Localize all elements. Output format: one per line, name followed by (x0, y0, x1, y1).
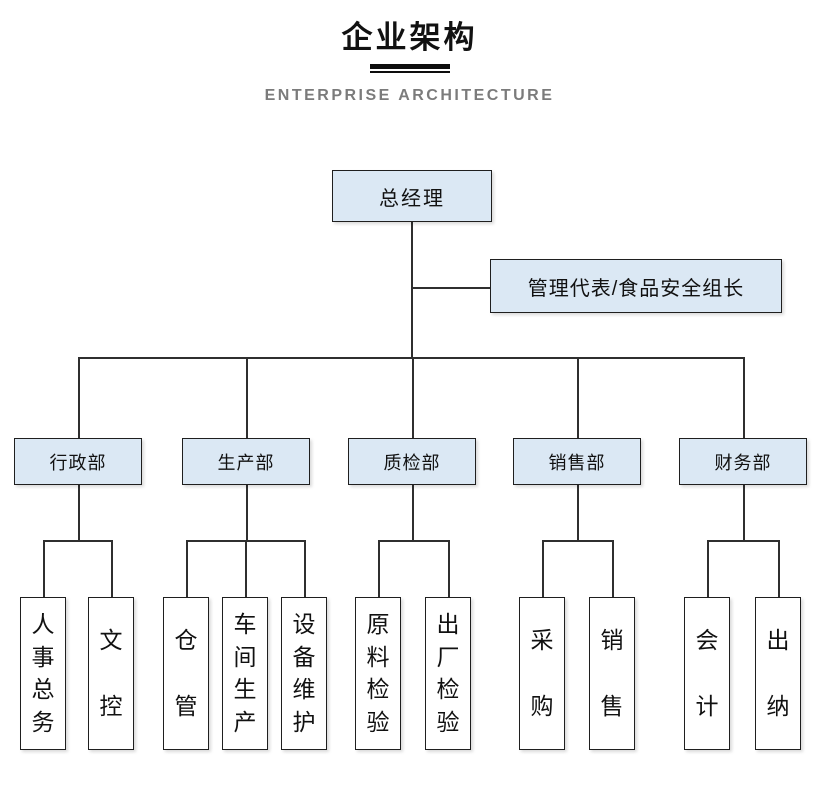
org-box-leaf-material-inspect: 原料检验 (355, 597, 401, 750)
org-box-leaf-purchasing: 采购 (519, 597, 565, 750)
connector-line (411, 222, 413, 357)
connector-line (412, 357, 414, 438)
org-box-leaf-doc-control: 文控 (88, 597, 134, 750)
connector-line (542, 540, 612, 542)
org-box-leaf-accounting: 会计 (684, 597, 730, 750)
connector-line (245, 540, 247, 597)
connector-line (411, 287, 491, 289)
chart-header: 企业架构 ENTERPRISE ARCHITECTURE (0, 0, 819, 105)
org-box-leaf-hr-general: 人事总务 (20, 597, 66, 750)
connector-line (304, 540, 306, 597)
page-subtitle: ENTERPRISE ARCHITECTURE (264, 87, 555, 104)
title-underline-thick (369, 64, 450, 69)
connector-line (448, 540, 450, 597)
connector-line (612, 540, 614, 597)
org-box-leaf-cashier: 出纳 (755, 597, 801, 750)
org-box-leaf-workshop-prod: 车间生产 (222, 597, 268, 750)
connector-line (78, 485, 80, 540)
connector-line (111, 540, 113, 597)
org-box-leaf-equip-maintenance: 设备维护 (281, 597, 327, 750)
connector-line (743, 357, 745, 438)
org-box-leaf-warehouse: 仓管 (163, 597, 209, 750)
connector-line (378, 540, 380, 597)
connector-line (246, 357, 248, 438)
org-box-dept-admin: 行政部 (14, 438, 142, 485)
connector-line (186, 540, 188, 597)
org-box-dept-finance: 财务部 (679, 438, 807, 485)
org-box-dept-sales: 销售部 (513, 438, 641, 485)
org-box-management-representative: 管理代表/食品安全组长 (490, 259, 782, 313)
connector-line (542, 540, 544, 597)
connector-line (707, 540, 778, 542)
connector-line (577, 357, 579, 438)
org-box-leaf-selling: 销售 (589, 597, 635, 750)
title-underline-thin (369, 71, 450, 73)
connector-line (78, 357, 80, 438)
connector-line (246, 485, 248, 540)
connector-line (743, 485, 745, 540)
connector-line (378, 540, 448, 542)
connector-line (412, 485, 414, 540)
connector-line (78, 357, 744, 359)
connector-line (43, 540, 111, 542)
org-box-dept-production: 生产部 (182, 438, 310, 485)
connector-line (707, 540, 709, 597)
connector-line (778, 540, 780, 597)
page-title: 企业架构 (341, 20, 478, 55)
org-box-general-manager: 总经理 (332, 170, 492, 222)
org-box-dept-qc: 质检部 (348, 438, 476, 485)
org-box-leaf-outgoing-inspect: 出厂检验 (425, 597, 471, 750)
connector-line (43, 540, 45, 597)
connector-line (577, 485, 579, 540)
